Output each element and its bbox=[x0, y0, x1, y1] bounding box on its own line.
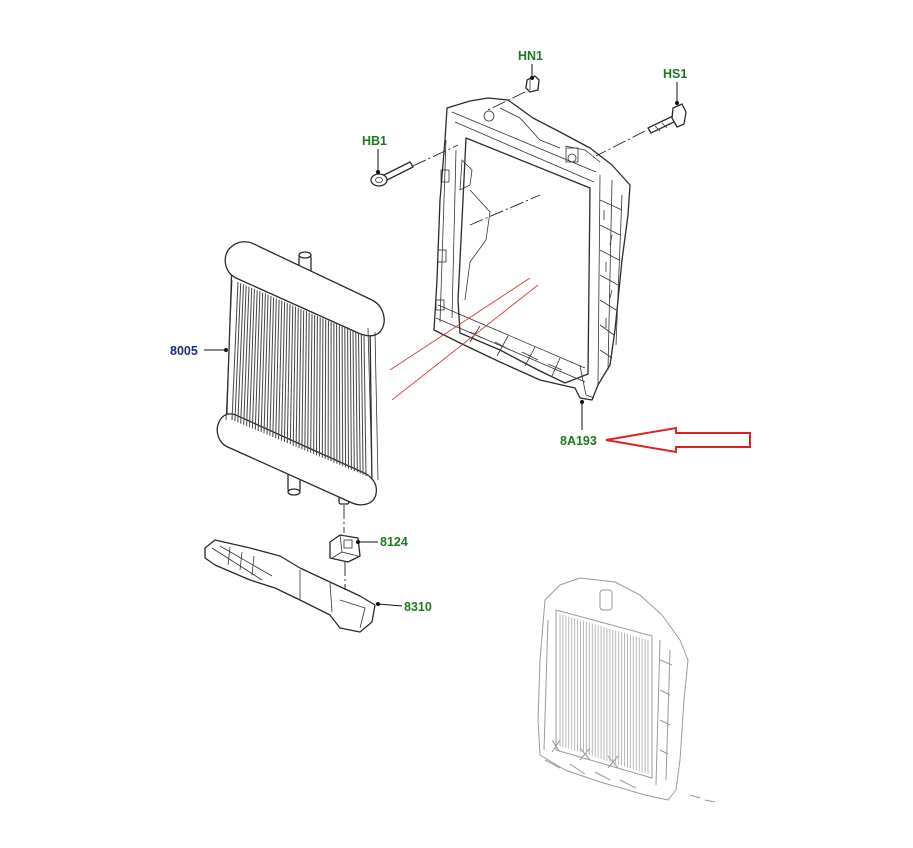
callout-8124[interactable]: 8124 bbox=[380, 535, 408, 549]
radiator-fin bbox=[347, 328, 349, 469]
install-line-center bbox=[469, 194, 541, 226]
radiator-fin bbox=[251, 290, 258, 429]
sight-lines bbox=[389, 277, 539, 401]
leader-8a193 bbox=[580, 400, 584, 430]
radiator-fin bbox=[313, 314, 316, 455]
radiator-fin bbox=[304, 311, 307, 451]
radiator-fin bbox=[237, 284, 244, 423]
radiator-fin bbox=[295, 307, 299, 447]
radiator-fin bbox=[289, 305, 294, 445]
radiator-fin bbox=[321, 318, 324, 458]
callout-8005[interactable]: 8005 bbox=[170, 344, 198, 358]
radiator-fin bbox=[283, 303, 288, 442]
callout-hb1[interactable]: HB1 bbox=[362, 134, 387, 148]
radiator-fin bbox=[240, 285, 247, 424]
mounting-bush-8124[interactable] bbox=[329, 534, 361, 563]
radiator-fin bbox=[318, 317, 321, 457]
radiator-fin bbox=[316, 315, 318, 456]
callout-hs1[interactable]: HS1 bbox=[663, 67, 687, 81]
radiator-fin bbox=[310, 313, 313, 453]
bolt-hb1[interactable] bbox=[370, 161, 414, 187]
radiator-fin bbox=[360, 334, 364, 475]
leader-hs1 bbox=[675, 82, 679, 105]
clip-nut-hn1[interactable] bbox=[525, 75, 540, 93]
radiator-fin bbox=[257, 292, 264, 432]
radiator-fin bbox=[286, 304, 291, 444]
air-deflector-8310[interactable] bbox=[204, 539, 376, 633]
radiator-fin bbox=[352, 331, 355, 472]
radiator-fin bbox=[292, 306, 296, 446]
radiator-fin bbox=[338, 325, 341, 466]
callout-hn1[interactable]: HN1 bbox=[518, 49, 543, 63]
radiator-fin bbox=[234, 283, 242, 422]
radiator-support-frame[interactable] bbox=[433, 97, 631, 401]
radiator-fin bbox=[358, 333, 361, 474]
radiator-fin bbox=[301, 310, 305, 450]
radiator-fin bbox=[324, 319, 327, 460]
leader-8310 bbox=[376, 602, 403, 607]
leader-hn1 bbox=[530, 64, 534, 80]
radiator-fin bbox=[231, 281, 239, 421]
highlight-arrow bbox=[605, 426, 751, 454]
radiator-fin bbox=[249, 288, 255, 428]
radiator-fin bbox=[281, 301, 286, 441]
radiator-fin bbox=[246, 287, 253, 427]
radiator-fin bbox=[243, 286, 250, 425]
radiator-fin bbox=[254, 291, 261, 430]
radiator-fin bbox=[349, 330, 352, 470]
radiator-fin bbox=[363, 335, 367, 477]
leader-8124 bbox=[356, 540, 378, 544]
radiator-core[interactable] bbox=[216, 241, 385, 506]
assembly-reference-view bbox=[537, 577, 716, 803]
install-line-hn1 bbox=[487, 91, 526, 111]
callout-8a193[interactable]: 8A193 bbox=[560, 434, 597, 448]
radiator-fin bbox=[298, 308, 302, 449]
bolt-hs1[interactable] bbox=[647, 103, 687, 134]
radiator-fin bbox=[344, 327, 347, 468]
install-line-hs1 bbox=[595, 130, 646, 157]
leader-hb1 bbox=[376, 149, 380, 174]
callout-8310[interactable]: 8310 bbox=[404, 600, 432, 614]
radiator-fin bbox=[278, 300, 283, 440]
radiator-fin bbox=[307, 312, 310, 452]
radiator-fin bbox=[266, 296, 272, 435]
install-line-hb1 bbox=[412, 144, 459, 167]
radiator-fin bbox=[341, 326, 344, 467]
radiator-fin bbox=[263, 294, 269, 434]
radiator-fin bbox=[260, 293, 266, 433]
leader-8005 bbox=[204, 348, 228, 352]
radiator-fin bbox=[275, 299, 280, 439]
radiator-fin bbox=[272, 298, 277, 438]
radiator-fin bbox=[269, 297, 275, 436]
radiator-fin bbox=[355, 332, 358, 473]
